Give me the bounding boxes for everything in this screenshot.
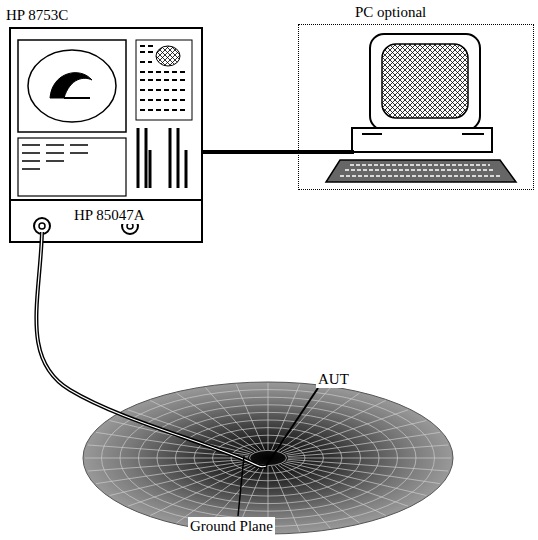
ground-plane: [83, 382, 453, 534]
leader-line: [238, 456, 244, 516]
aut-label: AUT: [316, 370, 351, 388]
test-set-name: HP 85047A: [72, 206, 147, 224]
pc-box: PC optional: [298, 24, 534, 190]
computer: [326, 34, 516, 182]
analyzer-box: HP 8753C HP 85047A: [4, 6, 204, 246]
data-cable: [202, 152, 354, 153]
network-analyzer: [10, 28, 202, 242]
coax-cable: [36, 232, 266, 467]
instrument-name: HP 8753C: [6, 6, 68, 24]
antenna-element: [266, 388, 318, 466]
pc-label: PC optional: [355, 3, 426, 21]
ground-plane-label: Ground Plane: [188, 517, 275, 535]
